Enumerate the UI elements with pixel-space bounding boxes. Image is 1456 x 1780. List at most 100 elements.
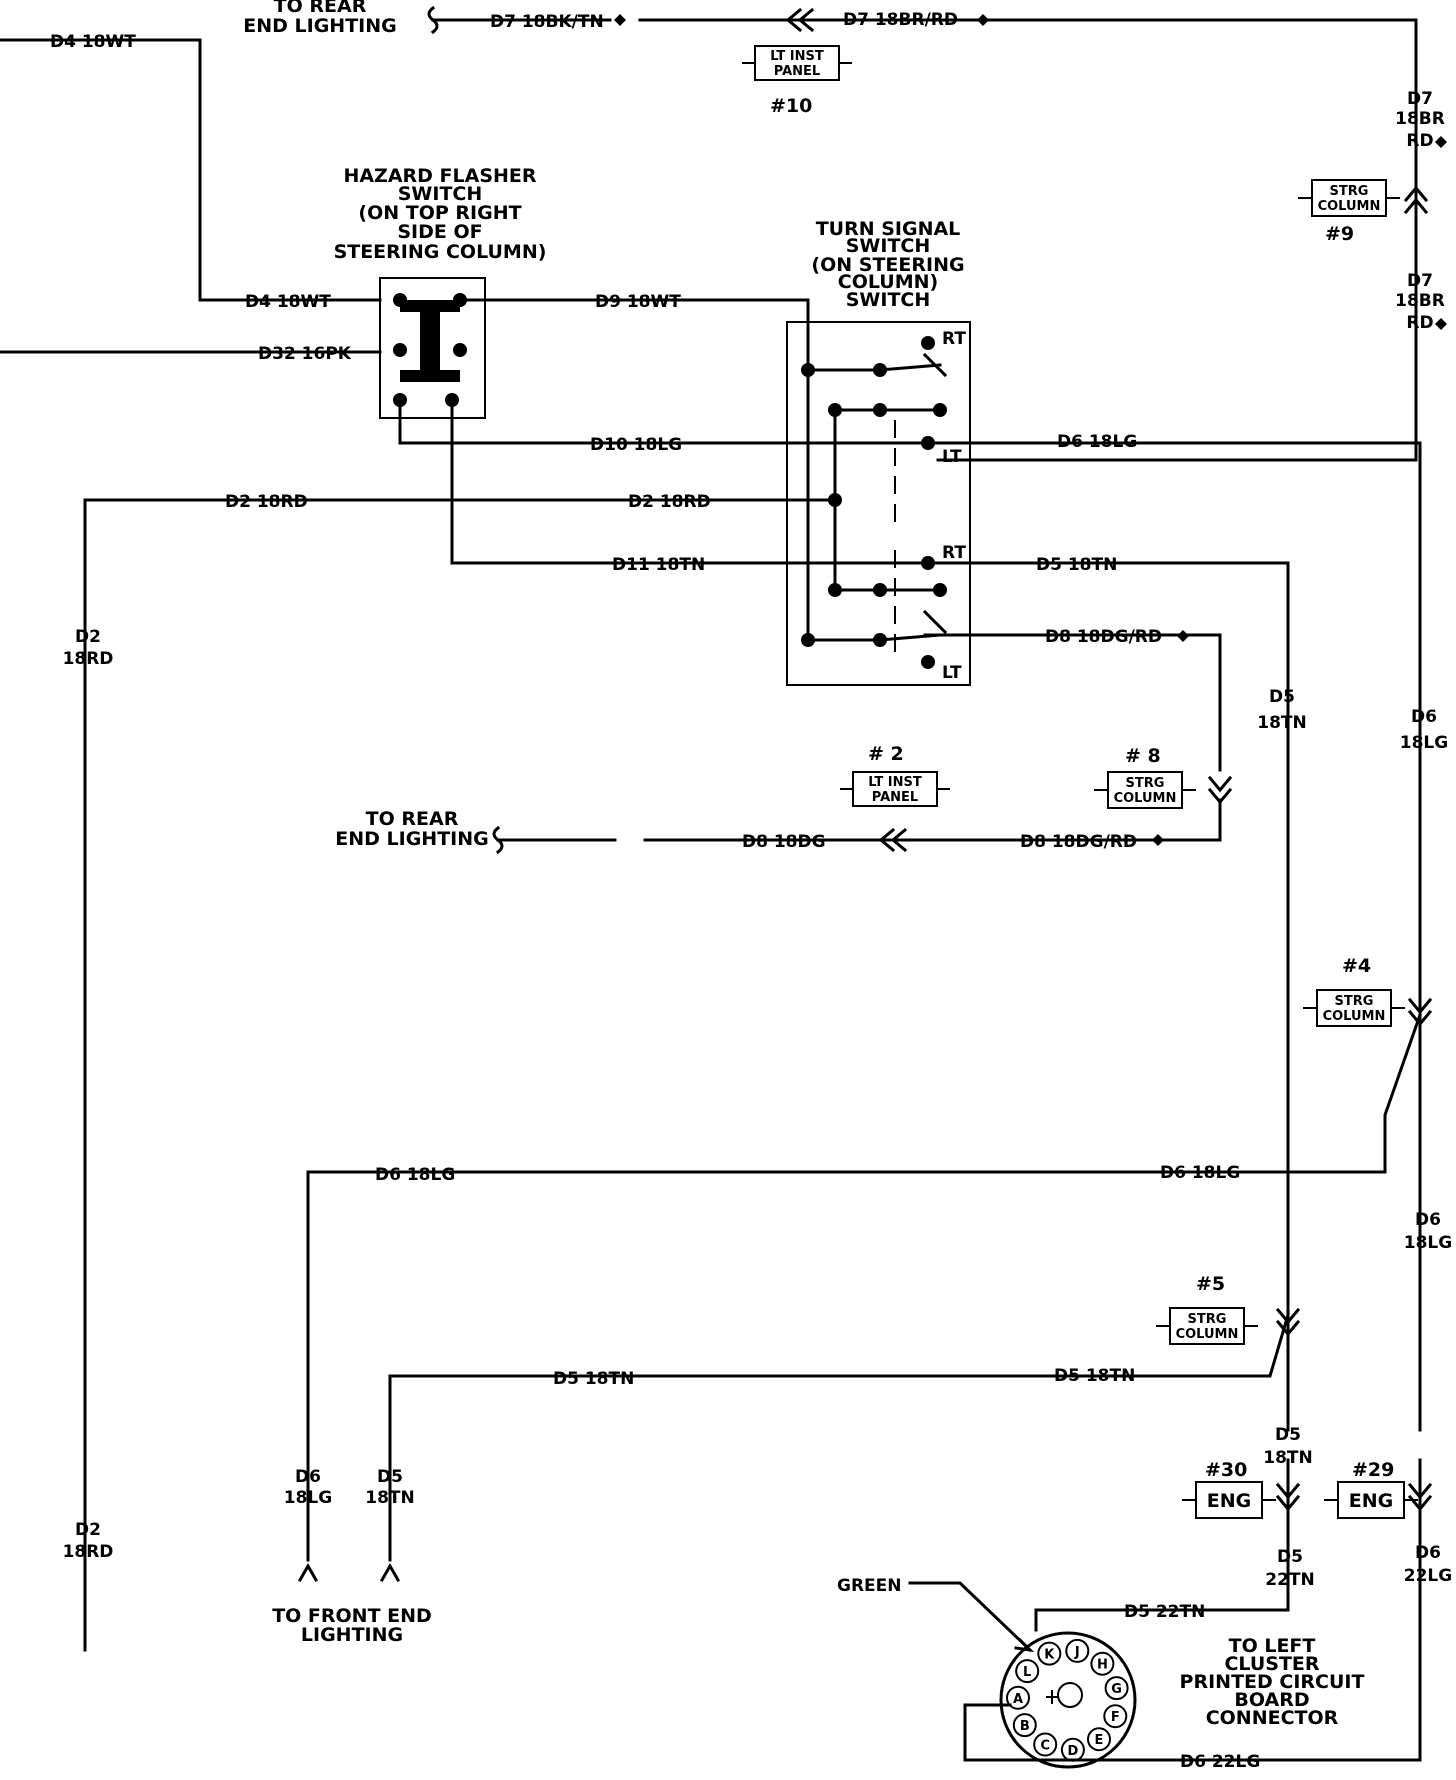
svg-text:STEERING COLUMN): STEERING COLUMN): [334, 241, 547, 263]
svg-text:D6: D6: [295, 1467, 321, 1487]
svg-text:D6: D6: [1411, 707, 1437, 727]
svg-text:18RD: 18RD: [63, 1542, 114, 1562]
wire-d4-left: D4 18WT: [50, 32, 136, 52]
svg-text:D2: D2: [75, 1520, 101, 1540]
connector-30-line-1: ENG: [1207, 1490, 1251, 1512]
svg-text:D7: D7: [1407, 89, 1433, 109]
svg-text:18LG: 18LG: [284, 1488, 332, 1508]
pin-label-a: A: [1013, 1692, 1023, 1707]
pin-circle-e: [1087, 1727, 1111, 1752]
splice-arrows: [297, 5, 1433, 1583]
connector-8: STRG COLUMN # 8: [1094, 745, 1196, 809]
connector-8-line-2: COLUMN: [1114, 791, 1177, 806]
wire-d6-conn: D6 22LG: [1180, 1752, 1260, 1772]
pin-circle-k: [1037, 1641, 1062, 1666]
switch-lt-bottom: LT: [942, 663, 962, 683]
wire-d6-lower-left: D6 18LG: [375, 1165, 455, 1185]
connector-29-line-1: ENG: [1349, 1490, 1393, 1512]
svg-text:RD: RD: [1406, 313, 1433, 333]
vlabel-d5-c: D5 22TN: [1265, 1547, 1314, 1590]
hazard-flasher-switch: [379, 277, 486, 419]
svg-text:18TN: 18TN: [365, 1488, 414, 1508]
wire-d4-hazard: D4 18WT: [245, 292, 331, 312]
wire-d5-right: D5 18TN: [1036, 555, 1117, 575]
svg-text:RD: RD: [1406, 131, 1433, 151]
vlabel-d2-upper: D2 18RD: [63, 627, 114, 669]
vlabel-d6-c: D6 22LG: [1404, 1543, 1452, 1586]
wire-d7-bktn: D7 18BK/TN: [490, 12, 604, 32]
svg-text:SIDE OF: SIDE OF: [397, 221, 482, 243]
switch-rt-bottom: RT: [942, 543, 966, 563]
rear-mid-line-2: END LIGHTING: [335, 828, 488, 850]
svg-text:18RD: 18RD: [63, 649, 114, 669]
wire-d5-lower-left: D5 18TN: [553, 1369, 634, 1389]
rear-top-line-2: END LIGHTING: [243, 15, 396, 37]
pin-circle-a: [1006, 1685, 1030, 1710]
vlabel-d7-lower: D7 18BR RD: [1395, 271, 1445, 333]
svg-text:18TN: 18TN: [1257, 713, 1306, 733]
connector-8-number: # 8: [1125, 745, 1161, 767]
switch-rt-top: RT: [942, 329, 966, 349]
wire-labels: TO REAR END LIGHTING D7 18BK/TN D7 18BR/…: [50, 0, 1260, 1772]
connector-10-line-1: LT INST: [770, 49, 824, 64]
svg-text:COLUMN): COLUMN): [838, 271, 938, 293]
svg-text:TO FRONT END: TO FRONT END: [272, 1605, 432, 1627]
vlabel-d2-lower: D2 18RD: [63, 1520, 114, 1562]
svg-text:HAZARD FLASHER: HAZARD FLASHER: [343, 165, 536, 187]
connector-5-number: #5: [1196, 1273, 1225, 1295]
svg-text:BOARD: BOARD: [1234, 1689, 1309, 1711]
svg-text:SWITCH: SWITCH: [398, 183, 483, 205]
turn-switch-title: TURN SIGNAL SWITCH (ON STEERING COLUMN) …: [811, 218, 964, 311]
svg-text:SWITCH: SWITCH: [846, 289, 931, 311]
pin-circle-h: [1090, 1651, 1115, 1676]
svg-text:D5: D5: [377, 1467, 403, 1487]
connector-29-number: #29: [1352, 1459, 1394, 1481]
connector-9-line-2: COLUMN: [1318, 199, 1381, 214]
connector-5-line-1: STRG: [1188, 1312, 1227, 1327]
vlabel-d5-front: D5 18TN: [365, 1467, 414, 1508]
wire-d2-mid: D2 18RD: [628, 492, 711, 512]
pin-label-j: J: [1074, 1645, 1080, 1660]
pin-circle-f: [1103, 1704, 1128, 1729]
connector-5-line-2: COLUMN: [1176, 1327, 1239, 1342]
vlabel-d6-front: D6 18LG: [284, 1467, 332, 1508]
wire-d8-right: D8 18DG/RD: [1045, 627, 1162, 647]
pin-label-h: H: [1097, 1658, 1108, 1673]
svg-text:18LG: 18LG: [1400, 733, 1448, 753]
connector-2-number: # 2: [868, 743, 904, 765]
svg-text:D6: D6: [1415, 1210, 1441, 1230]
connector-30-number: #30: [1205, 1459, 1247, 1481]
vlabel-d7-upper: D7 18BR RD: [1395, 89, 1445, 151]
pin-label-c: C: [1040, 1739, 1050, 1754]
rear-top-line-1: TO REAR: [274, 0, 367, 17]
connector-boxes: LT INST PANEL #10 STRG COLUMN #9 LT INST…: [742, 45, 1418, 1519]
pin-label-l: L: [1023, 1665, 1031, 1680]
svg-text:TO LEFT: TO LEFT: [1229, 1635, 1316, 1657]
svg-text:PRINTED CIRCUIT: PRINTED CIRCUIT: [1180, 1671, 1365, 1693]
cluster-title: TO LEFT CLUSTER PRINTED CIRCUIT BOARD CO…: [1180, 1635, 1365, 1729]
wire-d32: D32 16PK: [258, 344, 352, 364]
svg-text:22TN: 22TN: [1265, 1570, 1314, 1590]
connector-9-number: #9: [1325, 223, 1354, 245]
vlabel-d5-b: D5 18TN: [1263, 1425, 1312, 1468]
pin-circle-c: [1033, 1732, 1058, 1757]
pin-circle-g: [1104, 1676, 1129, 1701]
wire-d9: D9 18WT: [595, 292, 681, 312]
connector-4: STRG COLUMN #4: [1303, 955, 1405, 1027]
wire-d2-left: D2 18RD: [225, 492, 308, 512]
wire-d6-right: D6 18LG: [1057, 432, 1137, 452]
pin-label-g: G: [1111, 1682, 1122, 1697]
pin-circle-j: [1065, 1638, 1090, 1663]
svg-text:D7: D7: [1407, 271, 1433, 291]
connector-30: ENG #30: [1182, 1459, 1276, 1519]
connector-9-line-1: STRG: [1330, 184, 1369, 199]
vlabel-d6-a: D6 18LG: [1400, 707, 1448, 753]
pin-label-f: F: [1111, 1710, 1120, 1725]
svg-text:SWITCH: SWITCH: [846, 235, 931, 257]
vertical-labels: D7 18BR RD D7 18BR RD D2 18RD D2 18RD D5…: [63, 89, 1453, 1590]
pin-circle-l: [1015, 1659, 1040, 1684]
pin-label-d: D: [1068, 1744, 1079, 1759]
